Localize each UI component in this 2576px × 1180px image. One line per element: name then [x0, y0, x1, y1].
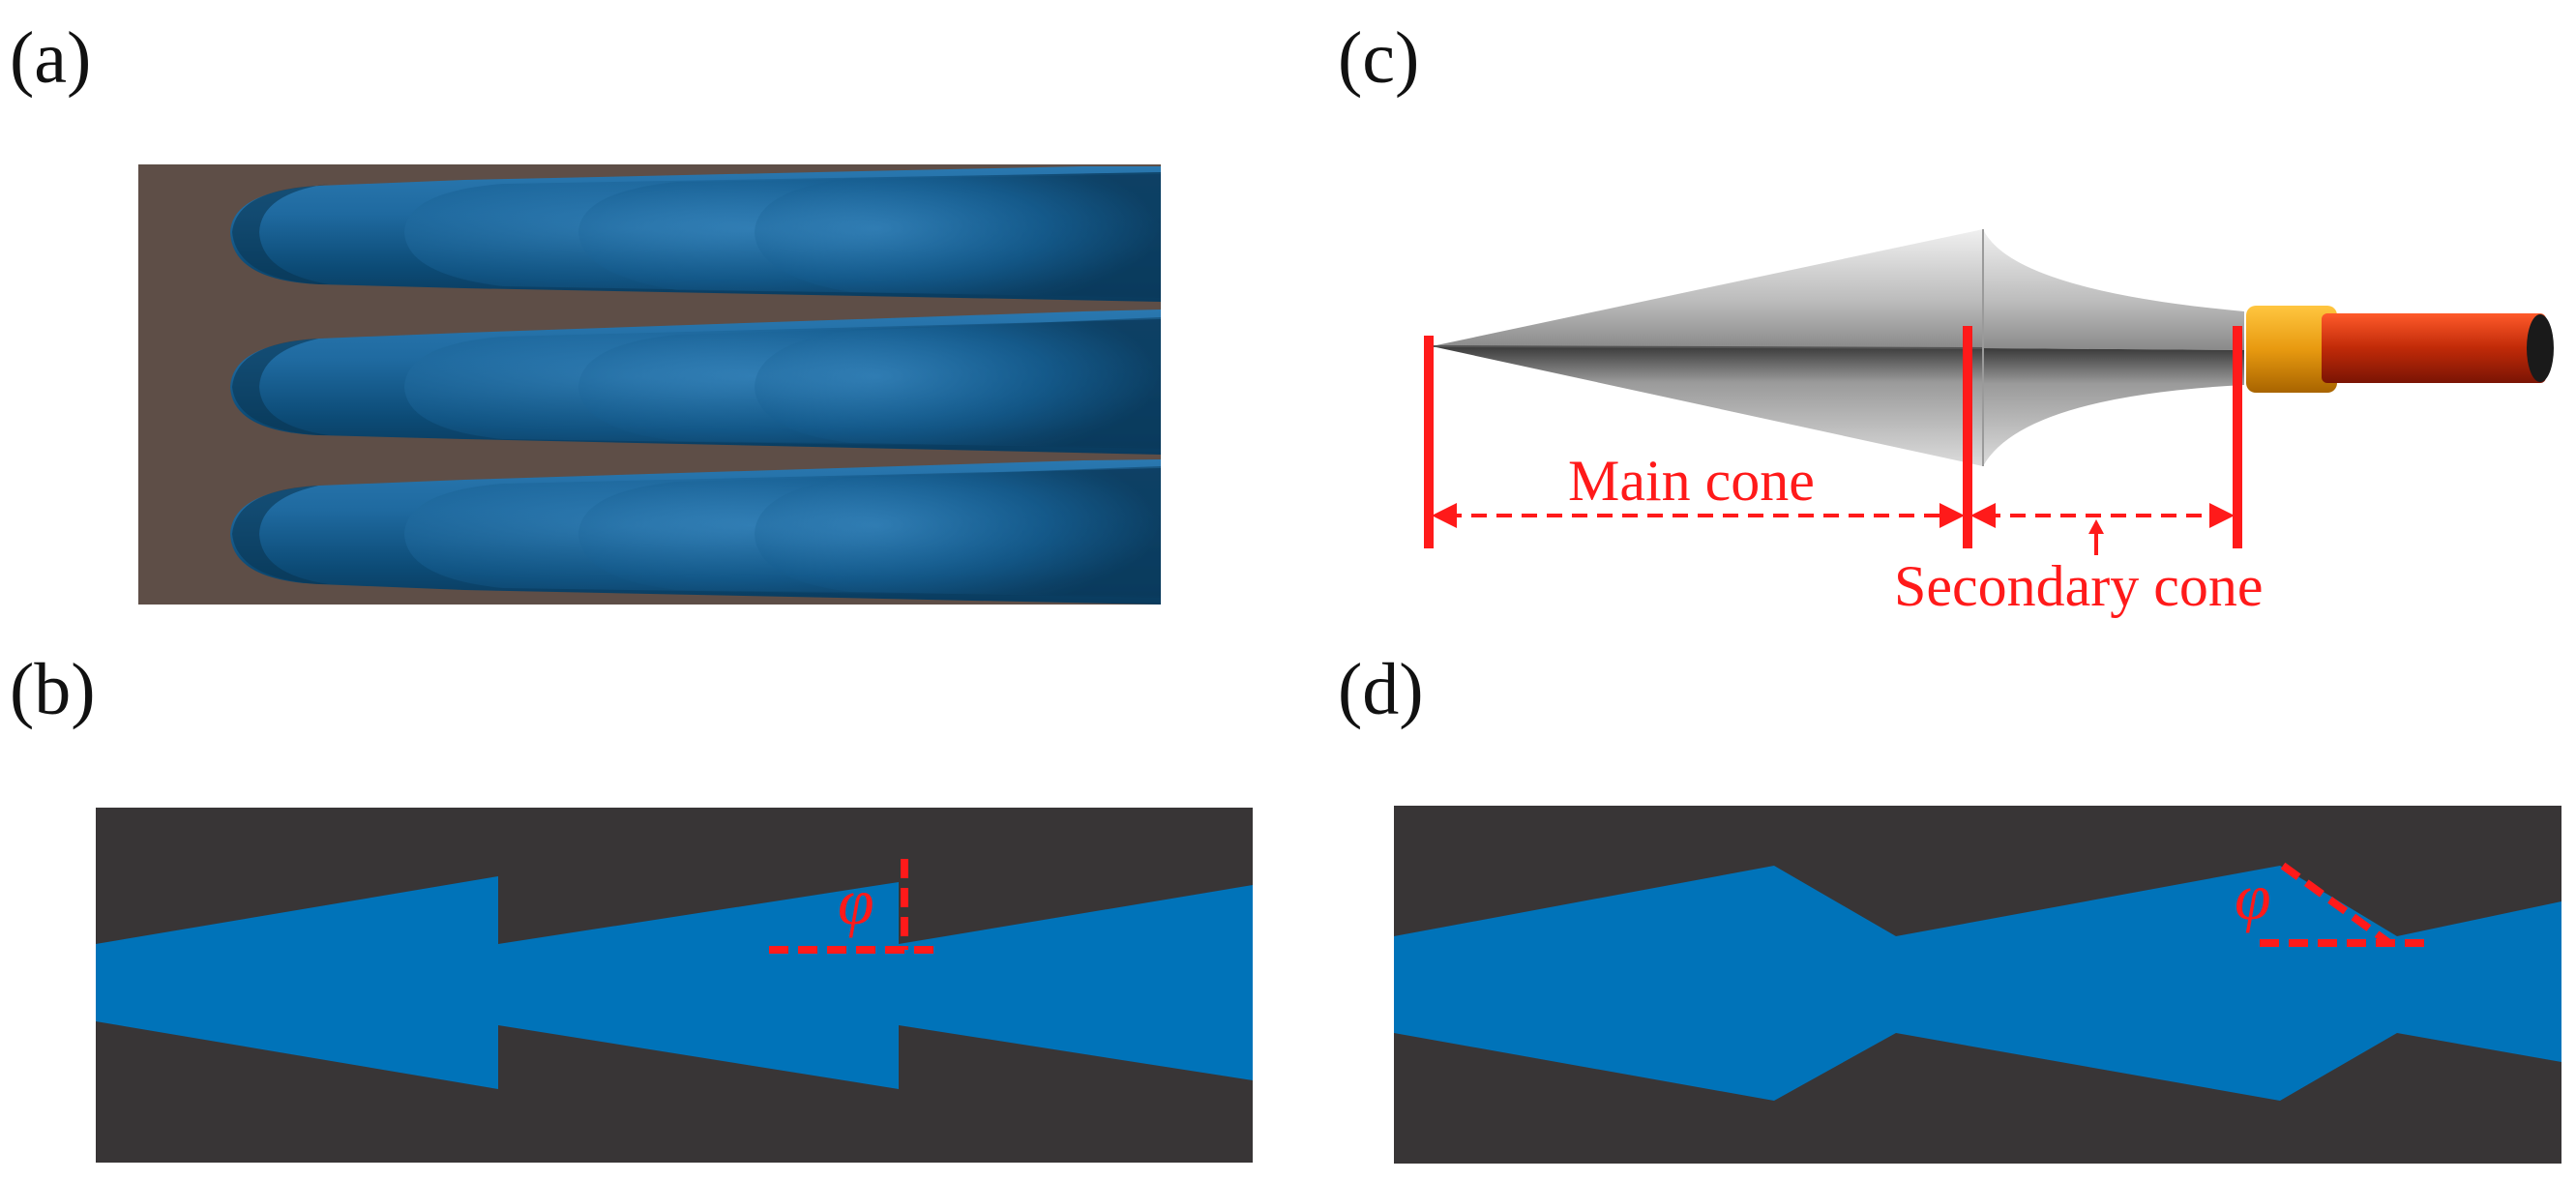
main-cone-bottom — [1432, 346, 1983, 466]
panel-label-a: (a) — [10, 17, 92, 99]
secondary-cone-top — [1983, 229, 2244, 350]
tube-row-3 — [230, 459, 1161, 605]
main-cone-label: Main cone — [1568, 449, 1815, 513]
panel-a-render — [138, 164, 1161, 605]
secondary-cone-bottom — [1983, 348, 2244, 466]
panel-label-c: (c) — [1338, 17, 1420, 99]
panel-b-angle-symbol: φ — [838, 865, 874, 938]
secondary-cone-label: Secondary cone — [1894, 554, 2264, 618]
panel-d-diagram — [1394, 806, 2561, 1164]
tube-row-1 — [230, 166, 1161, 302]
main-cone-top — [1432, 229, 1983, 348]
electrode-sleeve — [2246, 306, 2337, 393]
panel-d-angle-symbol: φ — [2235, 860, 2271, 933]
panel-c-electrode — [1431, 229, 2554, 466]
panel-label-d: (d) — [1338, 649, 1424, 730]
panel-d-channel — [1394, 866, 2561, 1101]
tube-row-2 — [230, 310, 1161, 455]
panel-b-angle-annotation — [769, 859, 940, 954]
wire-end-cap — [2527, 314, 2554, 382]
panel-label-b: (b) — [10, 649, 96, 730]
electrode-wire — [2322, 313, 2546, 383]
panel-b-channel — [96, 876, 1253, 1089]
panel-c-dimensions — [1424, 326, 2242, 555]
panel-b-diagram — [96, 808, 1253, 1163]
panel-d-angle-annotation — [2260, 862, 2428, 947]
